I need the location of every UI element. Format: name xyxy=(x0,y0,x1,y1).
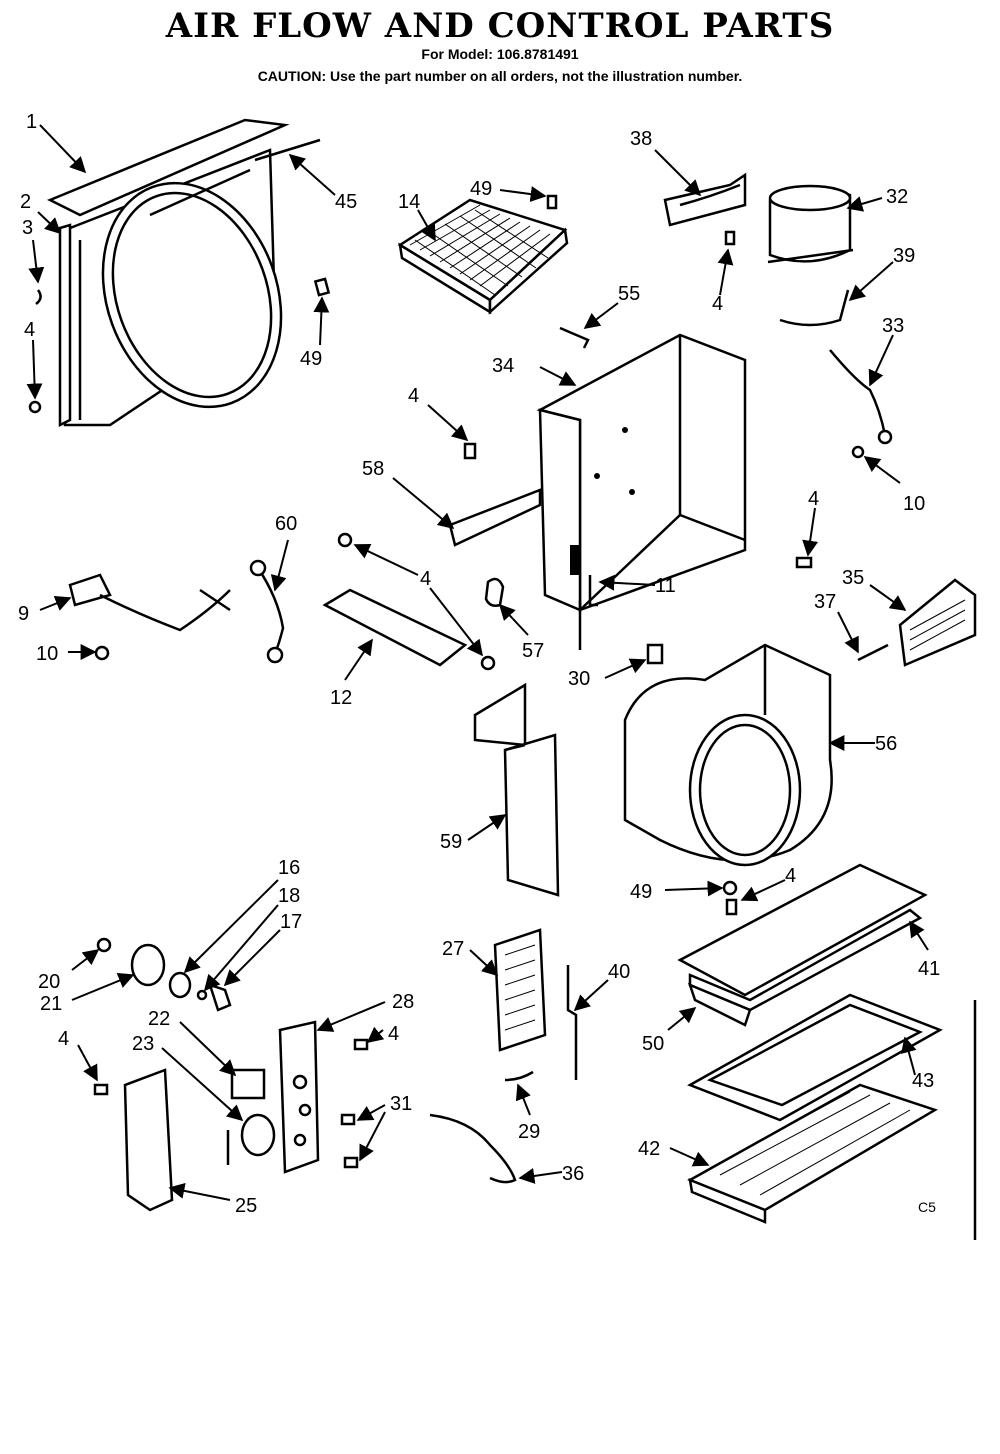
damper-part xyxy=(898,578,977,667)
gasket-part xyxy=(687,982,752,1027)
callout-1: 1 xyxy=(26,111,37,133)
callout-10: 10 xyxy=(903,493,925,515)
callout-40: 40 xyxy=(608,961,630,983)
callout-59: 59 xyxy=(440,831,462,853)
grommet-part xyxy=(646,643,664,665)
callout-35: 35 xyxy=(842,567,864,589)
callout-43: 43 xyxy=(912,1070,934,1092)
retainer-clip-part xyxy=(484,577,505,607)
callout-9: 9 xyxy=(18,603,29,625)
callout-2: 2 xyxy=(20,191,31,213)
bracket-part xyxy=(663,172,747,227)
clip-part xyxy=(559,326,590,349)
page-code: C5 xyxy=(918,1199,936,1215)
rod-part xyxy=(254,138,321,162)
callout-37: 37 xyxy=(814,591,836,613)
callout-12: 12 xyxy=(330,687,352,709)
louver-part xyxy=(493,928,547,1052)
callout-60: 60 xyxy=(275,513,297,535)
switch-part xyxy=(230,1068,266,1100)
pin-part xyxy=(857,643,889,662)
callout-4: 4 xyxy=(24,319,35,341)
callout-4: 4 xyxy=(420,568,431,590)
callout-32: 32 xyxy=(886,186,908,208)
air-duct-part xyxy=(473,682,560,897)
leader-lines xyxy=(26,124,929,1201)
callout-27: 27 xyxy=(442,938,464,960)
callout-4: 4 xyxy=(712,293,723,315)
air-filter-part xyxy=(397,198,569,315)
callout-16: 16 xyxy=(278,857,300,879)
panel-bracket-part xyxy=(123,1068,174,1212)
caution-note: CAUTION: Use the part number on all orde… xyxy=(257,68,743,84)
control-panel-part xyxy=(278,1020,320,1174)
mounting-bracket-part xyxy=(448,488,542,547)
callout-42: 42 xyxy=(638,1138,660,1160)
callout-4: 4 xyxy=(785,865,796,887)
callout-39: 39 xyxy=(893,245,915,267)
callout-4: 4 xyxy=(408,385,419,407)
terminal-part xyxy=(588,575,598,607)
wire-harness-part xyxy=(68,573,231,632)
callout-41: 41 xyxy=(918,958,940,980)
callout-57: 57 xyxy=(522,640,544,662)
callout-50: 50 xyxy=(642,1033,664,1055)
callout-49: 49 xyxy=(630,881,652,903)
control-box-part xyxy=(536,333,747,650)
callout-11: 11 xyxy=(655,575,676,597)
page-title: AIR FLOW AND CONTROL PARTS xyxy=(165,6,835,46)
base-pan-part xyxy=(677,863,928,997)
callout-29: 29 xyxy=(518,1121,540,1143)
callout-49: 49 xyxy=(300,348,322,370)
callout-4: 4 xyxy=(58,1028,69,1050)
foam-filter-part xyxy=(687,1083,939,1224)
cover-plate-part xyxy=(322,588,468,667)
control-cable-part xyxy=(429,1113,517,1184)
front-grille-panel xyxy=(46,118,290,428)
callout-34: 34 xyxy=(492,355,514,377)
callout-55: 55 xyxy=(618,283,640,305)
wire-part xyxy=(779,289,850,327)
callout-4: 4 xyxy=(808,488,819,510)
thermostat-part xyxy=(240,1113,276,1157)
callout-labels: 1 2 3 4 45 49 14 49 38 4 32 39 55 33 34 … xyxy=(18,111,940,1217)
callout-56: 56 xyxy=(875,733,897,755)
callout-49: 49 xyxy=(470,178,492,200)
callout-21: 21 xyxy=(40,993,62,1015)
cable-part xyxy=(256,567,285,659)
model-number: For Model: 106.8781491 xyxy=(421,46,579,62)
drain-tray-part xyxy=(687,993,943,1122)
callout-31: 31 xyxy=(390,1093,412,1115)
linkage-rod-part xyxy=(566,965,578,1080)
screw-parts xyxy=(28,194,813,1169)
callout-28: 28 xyxy=(392,991,414,1013)
callout-3: 3 xyxy=(22,217,33,239)
callout-17: 17 xyxy=(280,911,302,933)
link-part xyxy=(504,1070,534,1082)
callout-22: 22 xyxy=(148,1008,170,1030)
callout-36: 36 xyxy=(562,1163,584,1185)
callout-14: 14 xyxy=(398,191,420,213)
callout-30: 30 xyxy=(568,668,590,690)
ground-wire-part xyxy=(829,349,887,436)
callout-10: 10 xyxy=(36,643,58,665)
callout-4: 4 xyxy=(388,1023,399,1045)
callout-38: 38 xyxy=(630,128,652,150)
callout-20: 20 xyxy=(38,971,60,993)
callout-58: 58 xyxy=(362,458,384,480)
blower-scroll-part xyxy=(623,643,833,867)
callout-25: 25 xyxy=(235,1195,257,1217)
capacitor-part xyxy=(767,184,854,264)
callout-18: 18 xyxy=(278,885,300,907)
control-knob-part xyxy=(130,943,232,1012)
callout-23: 23 xyxy=(132,1033,154,1055)
callout-33: 33 xyxy=(882,315,904,337)
callout-45: 45 xyxy=(335,191,357,213)
